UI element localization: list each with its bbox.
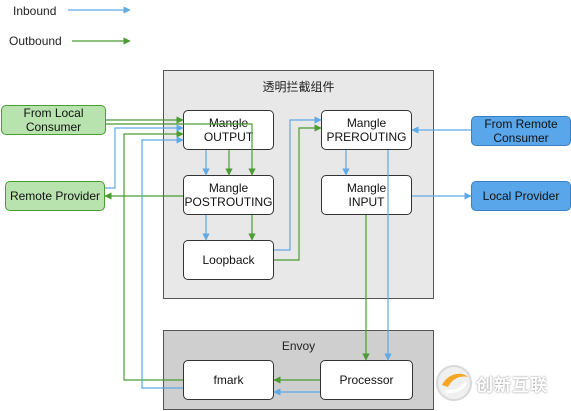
from-local-consumer-node: From Local Consumer bbox=[1, 105, 106, 135]
processor-label: Processor bbox=[339, 373, 394, 387]
watermark-logo: 创新互联 bbox=[432, 358, 571, 408]
from-local-consumer-line1: From Local bbox=[23, 106, 84, 120]
envoy-panel-title: Envoy bbox=[281, 339, 316, 353]
watermark-text: 创新互联 bbox=[476, 376, 548, 395]
mangle-output-line1: Mangle bbox=[208, 116, 249, 130]
from-remote-consumer-node: From Remote Consumer bbox=[471, 116, 571, 146]
watermark-logo-icon bbox=[436, 365, 472, 401]
remote-provider-node: Remote Provider bbox=[5, 181, 105, 211]
edge-fmark-to-output bbox=[123, 130, 184, 381]
loopback-label: Loopback bbox=[202, 253, 255, 267]
mangle-postrouting-line2: POSTROUTING bbox=[184, 195, 273, 209]
mangle-prerouting-line1: Mangle bbox=[346, 116, 387, 130]
from-local-consumer-line2: Consumer bbox=[25, 120, 82, 134]
processor-node: Processor bbox=[320, 360, 413, 400]
mangle-prerouting-node: Mangle PREROUTING bbox=[321, 110, 412, 150]
mangle-input-line1: Mangle bbox=[346, 181, 387, 195]
from-remote-consumer-line1: From Remote bbox=[484, 117, 558, 131]
edge-loopback-to-prerouting-inbound bbox=[274, 116, 322, 251]
mangle-input-line2: INPUT bbox=[348, 195, 385, 209]
fmark-node: fmark bbox=[183, 360, 274, 400]
edge-local-consumer-route bbox=[106, 123, 256, 176]
edge-remote-provider-to-output bbox=[105, 124, 184, 189]
fmark-label: fmark bbox=[213, 373, 244, 387]
interceptor-panel-title: 透明拦截组件 bbox=[262, 80, 335, 94]
legend-inbound-label: Inbound bbox=[13, 4, 57, 18]
mangle-prerouting-line2: PREROUTING bbox=[326, 130, 407, 144]
legend-outbound-label: Outbound bbox=[9, 34, 62, 48]
edge-fmark-to-remote-provider bbox=[141, 136, 184, 389]
mangle-input-node: Mangle INPUT bbox=[321, 175, 412, 215]
local-provider-label: Local Provider bbox=[482, 189, 560, 203]
mangle-postrouting-line1: Mangle bbox=[208, 181, 249, 195]
remote-provider-label: Remote Provider bbox=[9, 189, 101, 203]
mangle-output-line2: OUTPUT bbox=[203, 130, 254, 144]
mangle-postrouting-node: Mangle POSTROUTING bbox=[183, 175, 274, 215]
edge-loopback-to-prerouting bbox=[274, 124, 322, 261]
loopback-node: Loopback bbox=[183, 240, 274, 280]
from-remote-consumer-line2: Consumer bbox=[493, 131, 549, 145]
